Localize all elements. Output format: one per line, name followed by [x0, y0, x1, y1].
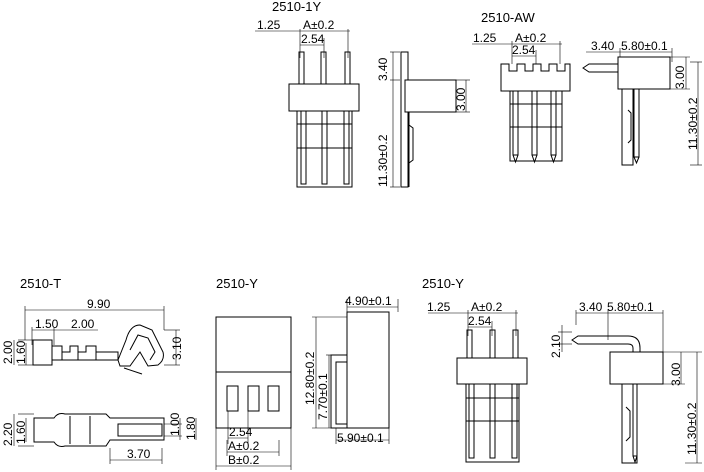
dim-tolerance-a: A±0.2 — [515, 31, 547, 45]
dim-tolerance-a: A±0.2 — [228, 439, 260, 453]
dim-total-length: 9.90 — [87, 297, 111, 311]
view-title-2510-y: 2510-Y — [216, 276, 258, 291]
view-2510-1y: 2510-1Y 1.25 A±0.2 2.54 — [255, 0, 470, 188]
dim-right: 3.10 — [170, 336, 184, 360]
dim-height: 3.00 — [669, 362, 683, 386]
dim-total: 11.30±0.2 — [686, 97, 700, 150]
dim-length-a: 1.50 — [35, 317, 59, 331]
dim-tolerance-a: A±0.2 — [471, 300, 503, 314]
side-view-2510-1y: 3.40 11.30±0.2 3.00 — [376, 51, 470, 188]
dim-height-2: 7.70±0.1 — [316, 373, 330, 420]
dim-pitch: 2.54 — [512, 43, 536, 57]
terminal-side-profile — [32, 324, 164, 375]
dim-right-2: 1.80 — [184, 416, 198, 440]
view-title-2510-t: 2510-T — [20, 276, 61, 291]
dim-height-1: 12.80±0.2 — [303, 351, 317, 405]
dim-top-b: 5.80±0.1 — [621, 39, 668, 53]
dim-above: 3.40 — [376, 57, 390, 81]
dim-height: 3.00 — [673, 65, 687, 89]
terminal-top-profile — [33, 413, 165, 447]
view-2510-t: 2510-T 9.90 1.50 2.00 2.00 1.60 — [1, 276, 198, 464]
dim-left: 2.10 — [549, 334, 563, 358]
dim-length-b: 2.00 — [71, 317, 95, 331]
dim-pitch-left: 1.25 — [473, 31, 497, 45]
dim-height-4: 1.60 — [14, 420, 28, 444]
housing-side-view: 4.90±0.1 12.80±0.2 7.70±0.1 5.90±0.1 — [303, 294, 399, 445]
dim-pitch-left: 1.25 — [257, 18, 281, 32]
side-view-2510-aw: 3.40 5.80±0.1 3.00 11.30±0.2 — [582, 39, 702, 166]
header-side-view: 3.40 5.80±0.1 2.10 3.00 11.30±0.2 — [549, 300, 702, 464]
header-front-view: 1.25 A±0.2 2.54 — [427, 300, 528, 463]
front-view-2510-1y: 1.25 A±0.2 2.54 — [255, 18, 360, 188]
dim-top-a: 3.40 — [591, 39, 615, 53]
dim-top-a: 3.40 — [579, 300, 603, 314]
front-view-2510-aw: 1.25 A±0.2 2.54 — [472, 31, 571, 164]
dim-right-1: 1.00 — [168, 412, 182, 436]
dim-pitch: 2.54 — [468, 314, 492, 328]
dim-below: 11.30±0.2 — [376, 134, 390, 187]
dim-top: 4.90±0.1 — [345, 294, 392, 308]
view-title-2510-aw: 2510-AW — [481, 10, 535, 25]
dim-pitch: 2.54 — [301, 32, 325, 46]
dim-total: 11.30±0.2 — [685, 402, 699, 455]
dim-height: 3.00 — [454, 87, 468, 111]
dim-height-2: 1.60 — [14, 340, 28, 364]
dim-height-1: 2.00 — [1, 340, 15, 364]
dim-bottom: 5.90±0.1 — [337, 431, 384, 445]
view-title-2510-y-header: 2510-Y — [422, 276, 464, 291]
view-title-2510-1y: 2510-1Y — [272, 0, 321, 14]
dim-pitch-left: 1.25 — [427, 300, 451, 314]
dim-height-3: 2.20 — [1, 422, 15, 446]
view-2510-aw: 2510-AW 1.25 A±0.2 2.54 — [472, 10, 702, 166]
dim-tolerance-a: A±0.2 — [303, 18, 335, 32]
dim-bottom: 3.70 — [127, 447, 151, 461]
housing-front-view: 2.54 A±0.2 B±0.2 — [215, 316, 292, 470]
dim-tolerance-b: B±0.2 — [228, 453, 260, 467]
view-2510-y-header: 2510-Y 1.25 A±0.2 2.54 — [422, 276, 702, 464]
dim-pitch: 2.54 — [229, 425, 253, 439]
view-2510-y-housing: 2510-Y 2.54 A±0.2 B±0.2 4.9 — [215, 276, 399, 470]
dim-top-b: 5.80±0.1 — [607, 300, 654, 314]
